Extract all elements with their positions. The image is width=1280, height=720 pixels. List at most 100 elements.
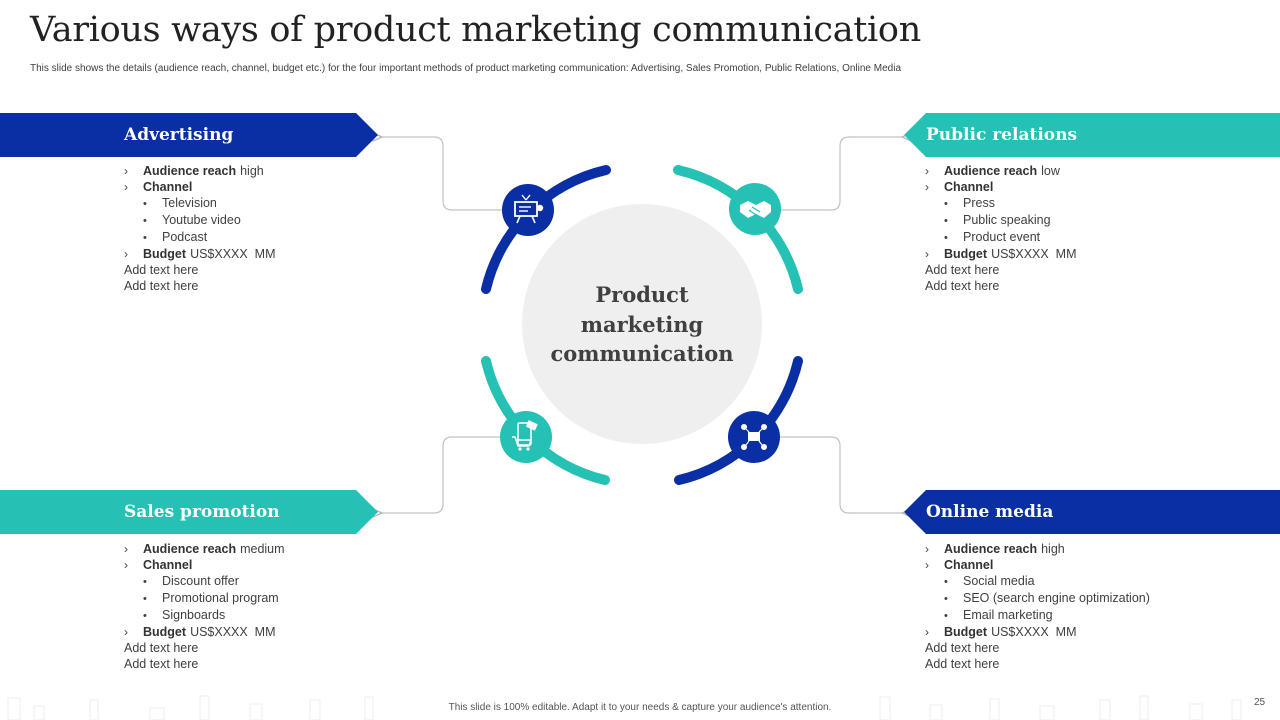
advertising-audience-row: › Audience reach high [124,163,276,179]
center-label-line-3: communication [550,341,734,366]
bullet-icon: • [944,610,948,622]
bullet-icon: • [944,576,948,588]
center-label: Product marketing communication [522,280,762,369]
public-relations-banner: Public relations [904,113,1280,157]
budget-value: US$XXXX MM [991,625,1077,639]
placeholder-text: Add text here [925,657,1000,671]
online-media-channel-row: › Channel [925,557,1150,573]
audience-label: Audience reach [944,542,1038,556]
chevron-right-icon: › [925,180,929,194]
placeholder-text: Add text here [124,641,199,655]
social-network-icon [728,411,780,463]
channel-label: Channel [944,180,994,194]
channel-item: •Television [143,196,217,210]
chevron-right-icon: › [925,542,929,556]
public-relations-budget-row: › Budget US$XXXX MM [925,246,1077,262]
audience-label: Audience reach [143,542,237,556]
center-label-line-2: marketing [580,311,704,337]
bullet-icon: • [143,215,147,227]
placeholder-text: Add text here [925,279,1000,293]
footer-note: This slide is 100% editable. Adapt it to… [448,702,832,713]
connector-online-media [780,436,902,513]
bullet-icon: • [944,198,948,210]
center-label-line-1: Product [595,282,689,307]
chevron-right-icon: › [124,625,128,639]
placeholder-text: Add text here [925,263,1000,277]
audience-label: Audience reach [944,164,1038,178]
skyline-decoration [7,695,1242,720]
channel-item: •Discount offer [143,574,239,588]
bullet-icon: • [143,198,147,210]
sales-promotion-title: Sales promotion [124,502,280,522]
public-relations-channel-row: › Channel [925,179,1077,195]
page-number: 25 [1254,697,1266,708]
sales-promotion-banner: Sales promotion [0,490,378,534]
slide-subtitle: This slide shows the details (audience r… [30,63,902,74]
advertising-budget-row: › Budget US$XXXX MM [124,246,276,262]
channel-item: •SEO (search engine optimization) [944,591,1150,605]
public-relations-title: Public relations [926,125,1078,145]
placeholder-text: Add text here [124,279,199,293]
connector-advertising [382,137,502,211]
center-circle [522,204,762,444]
channel-item: •Press [944,196,995,210]
channel-item: •Product event [944,230,1041,244]
advertising-channel-row: › Channel [124,179,276,195]
channel-item: •Youtube video [143,213,241,227]
chevron-right-icon: › [925,558,929,572]
chevron-right-icon: › [124,542,128,556]
public-relations-audience-row: › Audience reach low [925,163,1077,179]
online-media-budget-row: › Budget US$XXXX MM [925,624,1150,640]
audience-value: high [1041,542,1065,556]
billboard-icon [502,184,554,236]
bullet-icon: • [143,576,147,588]
online-media-details: › Audience reach high › Channel •Social … [925,541,1150,672]
handshake-icon [729,183,781,235]
channel-item: •Promotional program [143,591,279,605]
online-media-audience-row: › Audience reach high [925,541,1150,557]
placeholder-text: Add text here [925,641,1000,655]
bullet-icon: • [944,593,948,605]
channel-item: •Social media [944,574,1035,588]
chevron-right-icon: › [925,164,929,178]
online-media-title: Online media [926,502,1054,522]
bullet-icon: • [944,232,948,244]
chevron-right-icon: › [124,164,128,178]
channel-label: Channel [944,558,994,572]
channel-label: Channel [143,180,193,194]
chevron-right-icon: › [124,180,128,194]
chevron-right-icon: › [925,247,929,261]
public-relations-details: › Audience reach low › Channel •Press •P… [925,163,1077,294]
budget-value: US$XXXX MM [991,247,1077,261]
chevron-right-icon: › [124,247,128,261]
placeholder-text: Add text here [124,263,199,277]
shopping-cart-icon [500,411,552,463]
chevron-right-icon: › [925,625,929,639]
budget-label: Budget [944,625,988,639]
sales-promotion-details: › Audience reach medium › Channel •Disco… [124,541,285,672]
connector-sales-promotion [382,436,500,513]
online-media-banner: Online media [904,490,1280,534]
channel-item: •Public speaking [944,213,1051,227]
budget-label: Budget [944,247,988,261]
placeholder-text: Add text here [124,657,199,671]
audience-value: medium [240,542,285,556]
bullet-icon: • [143,593,147,605]
audience-value: high [240,164,264,178]
channel-item: •Email marketing [944,608,1053,622]
channel-item: •Signboards [143,608,226,622]
chevron-right-icon: › [124,558,128,572]
channel-item: •Podcast [143,230,208,244]
bullet-icon: • [143,610,147,622]
advertising-title: Advertising [124,125,234,145]
bullet-icon: • [143,232,147,244]
bullet-icon: • [944,215,948,227]
advertising-banner: Advertising [0,113,378,157]
audience-label: Audience reach [143,164,237,178]
sales-promotion-budget-row: › Budget US$XXXX MM [124,624,285,640]
budget-label: Budget [143,625,187,639]
advertising-details: › Audience reach high › Channel •Televis… [124,163,276,294]
budget-value: US$XXXX MM [190,625,276,639]
slide-title: Various ways of product marketing commun… [30,10,921,50]
